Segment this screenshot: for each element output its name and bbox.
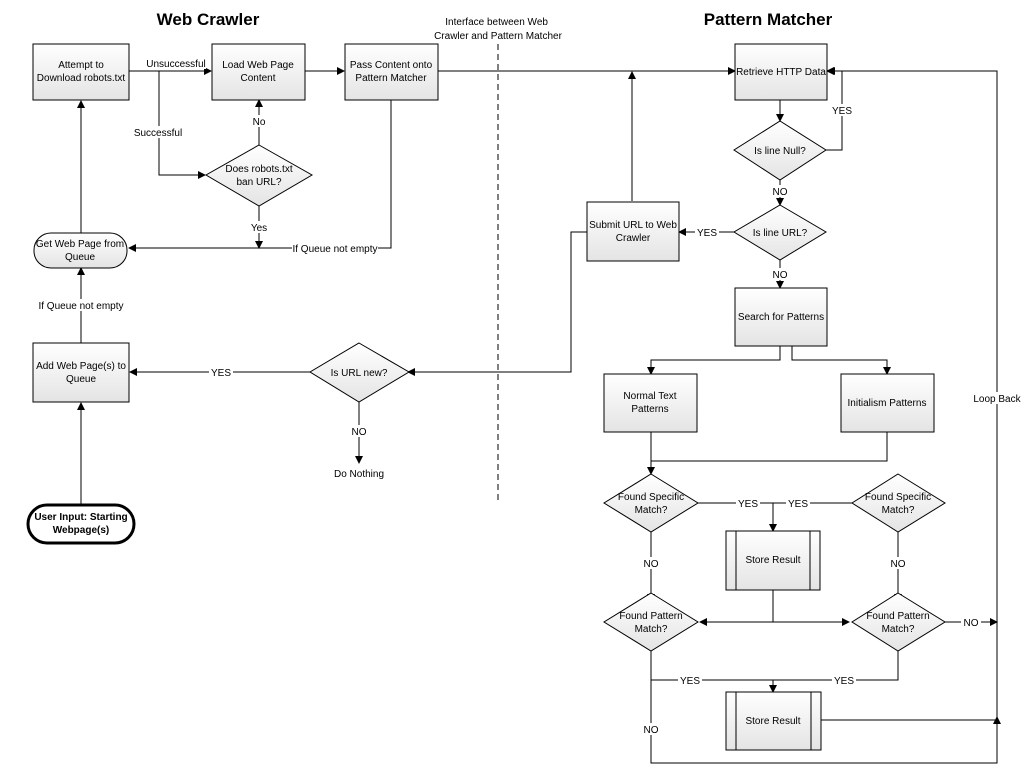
- label-pattern-left-no: NO: [644, 725, 659, 736]
- process-store-result-bottom: Store Result: [725, 691, 822, 751]
- edge-search-to-initialism: [791, 346, 891, 375]
- edge-pattern-right-yes: [773, 651, 899, 681]
- edge-initialism-merge: [651, 432, 888, 462]
- label-pattern-left-yes: YES: [680, 676, 700, 687]
- label-unsuccessful: Unsuccessful: [146, 59, 205, 70]
- decision-is-line-url: Is line URL?: [733, 204, 827, 261]
- label-line-url-no: NO: [773, 270, 788, 281]
- edge-submit-to-url-new: [407, 231, 587, 376]
- label-specific-right-no: NO: [891, 559, 906, 570]
- pattern-matcher-title: Pattern Matcher: [704, 10, 833, 29]
- edge-loop-back: [827, 67, 998, 763]
- label-url-new-no: NO: [352, 427, 367, 438]
- label-null-no: NO: [773, 187, 788, 198]
- process-store-result-top: Store Result: [725, 530, 821, 591]
- decision-is-url-new: Is URL new?: [309, 342, 410, 403]
- svg-text:Initialism Patterns: Initialism Patterns: [848, 398, 927, 409]
- svg-text:Store Result: Store Result: [745, 555, 800, 566]
- label-loop-back: Loop Back: [973, 394, 1021, 405]
- label-queue-not-empty-top: If Queue not empty: [292, 244, 377, 255]
- svg-text:Is URL new?: Is URL new?: [331, 368, 388, 379]
- label-specific-left-no: NO: [644, 559, 659, 570]
- svg-text:Store Result: Store Result: [745, 716, 800, 727]
- process-retrieve-http: Retrieve HTTP Data: [734, 43, 828, 101]
- edge-labels: Unsuccessful Successful No Yes If Queue …: [37, 57, 1022, 736]
- do-nothing-label: Do Nothing: [334, 469, 384, 480]
- edge-search-to-normal: [647, 346, 781, 375]
- svg-text:Retrieve HTTP Data: Retrieve HTTP Data: [736, 67, 826, 78]
- edge-successful: [158, 71, 206, 179]
- edge-specific-left-yes: [698, 502, 777, 532]
- svg-text:Search for Patterns: Search for Patterns: [738, 312, 824, 323]
- edge-pattern-left-yes: [650, 651, 777, 693]
- label-successful: Successful: [134, 128, 182, 139]
- label-null-yes: YES: [832, 106, 852, 117]
- label-queue-not-empty-left: If Queue not empty: [38, 301, 123, 312]
- label-robots-no: No: [253, 117, 266, 128]
- edge-queue-not-empty-top: [128, 100, 392, 252]
- label-robots-yes: Yes: [251, 223, 267, 234]
- svg-text:Is line Null?: Is line Null?: [754, 146, 806, 157]
- interface-note: Interface between Web Crawler and Patter…: [434, 17, 563, 42]
- decision-is-line-null: Is line Null?: [733, 120, 827, 181]
- label-url-new-yes: YES: [211, 368, 231, 379]
- label-line-url-yes: YES: [697, 228, 717, 239]
- label-pattern-right-no: NO: [964, 618, 979, 629]
- svg-text:Is line URL?: Is line URL?: [753, 228, 808, 239]
- label-specific-left-yes: YES: [738, 499, 758, 510]
- process-search-patterns: Search for Patterns: [734, 287, 828, 347]
- web-crawler-title: Web Crawler: [157, 10, 260, 29]
- edges: [77, 67, 1001, 764]
- edge-pattern-left-no: [650, 680, 1001, 764]
- label-specific-right-yes: YES: [788, 499, 808, 510]
- process-initialism: Initialism Patterns: [840, 373, 935, 433]
- label-pattern-right-yes: YES: [834, 676, 854, 687]
